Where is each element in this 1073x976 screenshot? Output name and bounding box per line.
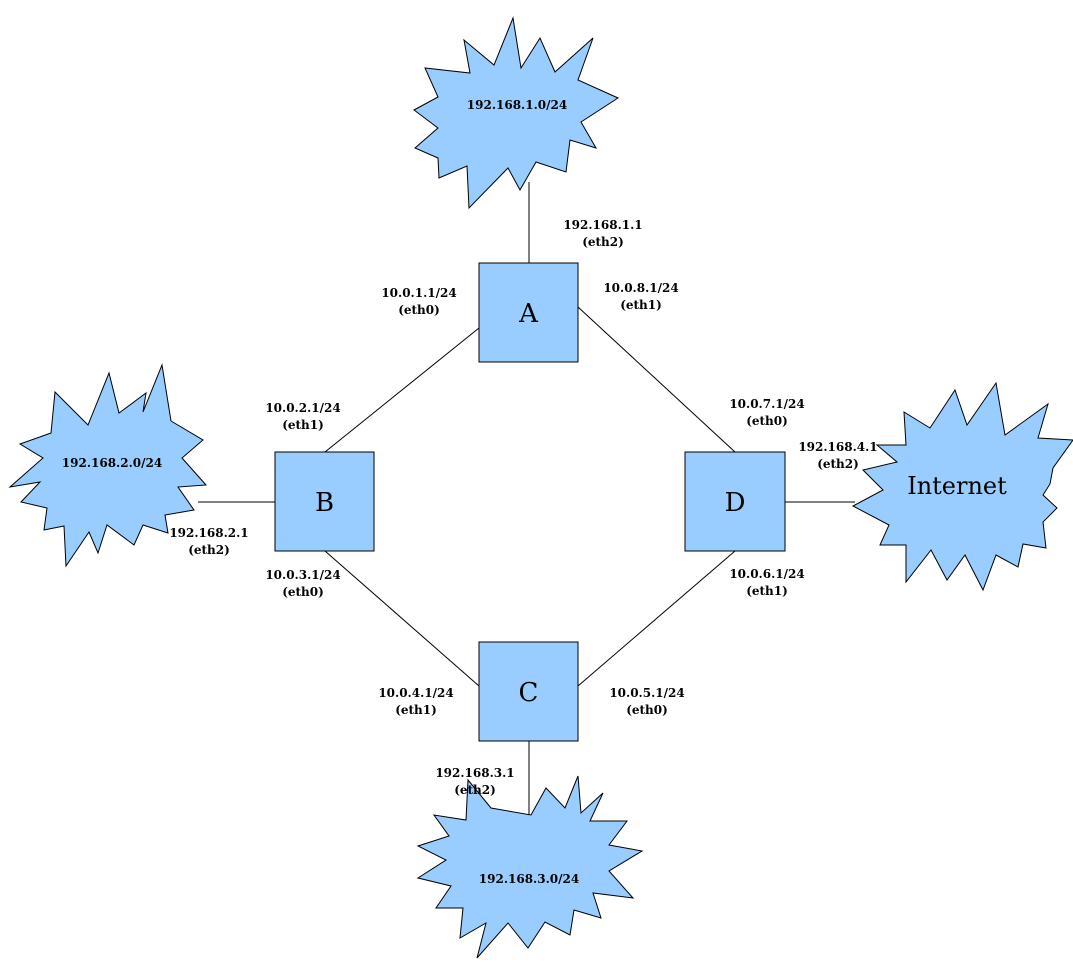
iface-b-eth0-dev: (eth0) bbox=[282, 585, 324, 599]
cloud-lan-a bbox=[413, 16, 620, 210]
iface-c-eth0-dev: (eth0) bbox=[626, 703, 668, 717]
link-a-b bbox=[324, 327, 480, 453]
iface-b-eth1-ip: 10.0.2.1/24 bbox=[265, 401, 340, 415]
router-a: A bbox=[478, 262, 579, 363]
router-c: C bbox=[478, 641, 579, 742]
iface-d-eth0-ip: 10.0.7.1/24 bbox=[729, 397, 804, 411]
router-b-label: B bbox=[315, 488, 334, 518]
cloud-lan-c bbox=[416, 775, 644, 959]
iface-b-eth1-dev: (eth1) bbox=[282, 418, 324, 432]
iface-c-eth1-dev: (eth1) bbox=[395, 703, 437, 717]
router-b-box bbox=[274, 451, 375, 552]
router-d-box bbox=[684, 451, 786, 552]
router-c-label: C bbox=[519, 678, 539, 708]
iface-d-eth0-dev: (eth0) bbox=[746, 414, 788, 428]
label-lan-a: 192.168.1.0/24 bbox=[467, 98, 567, 112]
link-b-c bbox=[324, 550, 480, 687]
iface-a-eth1-dev: (eth1) bbox=[620, 298, 662, 312]
links bbox=[198, 182, 855, 815]
network-lan-c: 192.168.3.0/24 bbox=[416, 775, 644, 959]
router-a-label: A bbox=[518, 299, 539, 329]
router-c-box bbox=[478, 641, 579, 742]
iface-a-eth2-dev: (eth2) bbox=[582, 235, 624, 249]
label-lan-c: 192.168.3.0/24 bbox=[479, 872, 579, 886]
iface-c-eth2-ip: 192.168.3.1 bbox=[435, 766, 514, 780]
router-a-box bbox=[478, 262, 579, 363]
iface-c-eth1-ip: 10.0.4.1/24 bbox=[378, 686, 453, 700]
iface-b-eth0-ip: 10.0.3.1/24 bbox=[265, 568, 340, 582]
iface-b-eth2-ip: 192.168.2.1 bbox=[169, 526, 248, 540]
label-lan-b: 192.168.2.0/24 bbox=[62, 456, 162, 470]
router-b: B bbox=[274, 451, 375, 552]
iface-d-eth2-dev: (eth2) bbox=[817, 457, 859, 471]
iface-d-eth1-ip: 10.0.6.1/24 bbox=[729, 567, 804, 581]
interface-labels: 192.168.1.1 (eth2) 10.0.1.1/24 (eth0) 10… bbox=[169, 218, 877, 797]
network-internet: Internet bbox=[851, 381, 1073, 592]
iface-a-eth1-ip: 10.0.8.1/24 bbox=[603, 281, 678, 295]
cloud-internet bbox=[851, 381, 1073, 592]
link-a-d bbox=[577, 306, 736, 453]
network-lan-b: 192.168.2.0/24 bbox=[8, 363, 208, 568]
iface-a-eth0-dev: (eth0) bbox=[398, 303, 440, 317]
router-d-label: D bbox=[725, 488, 746, 518]
iface-c-eth2-dev: (eth2) bbox=[454, 783, 496, 797]
iface-a-eth2-ip: 192.168.1.1 bbox=[563, 218, 642, 232]
router-d: D bbox=[684, 451, 786, 552]
cloud-lan-b bbox=[8, 363, 208, 568]
iface-c-eth0-ip: 10.0.5.1/24 bbox=[609, 686, 684, 700]
iface-a-eth0-ip: 10.0.1.1/24 bbox=[381, 286, 456, 300]
iface-d-eth2-ip: 192.168.4.1 bbox=[798, 440, 877, 454]
link-d-c bbox=[577, 550, 736, 687]
iface-b-eth2-dev: (eth2) bbox=[188, 543, 230, 557]
network-lan-a: 192.168.1.0/24 bbox=[413, 16, 620, 210]
iface-d-eth1-dev: (eth1) bbox=[746, 584, 788, 598]
label-internet: Internet bbox=[907, 472, 1007, 500]
